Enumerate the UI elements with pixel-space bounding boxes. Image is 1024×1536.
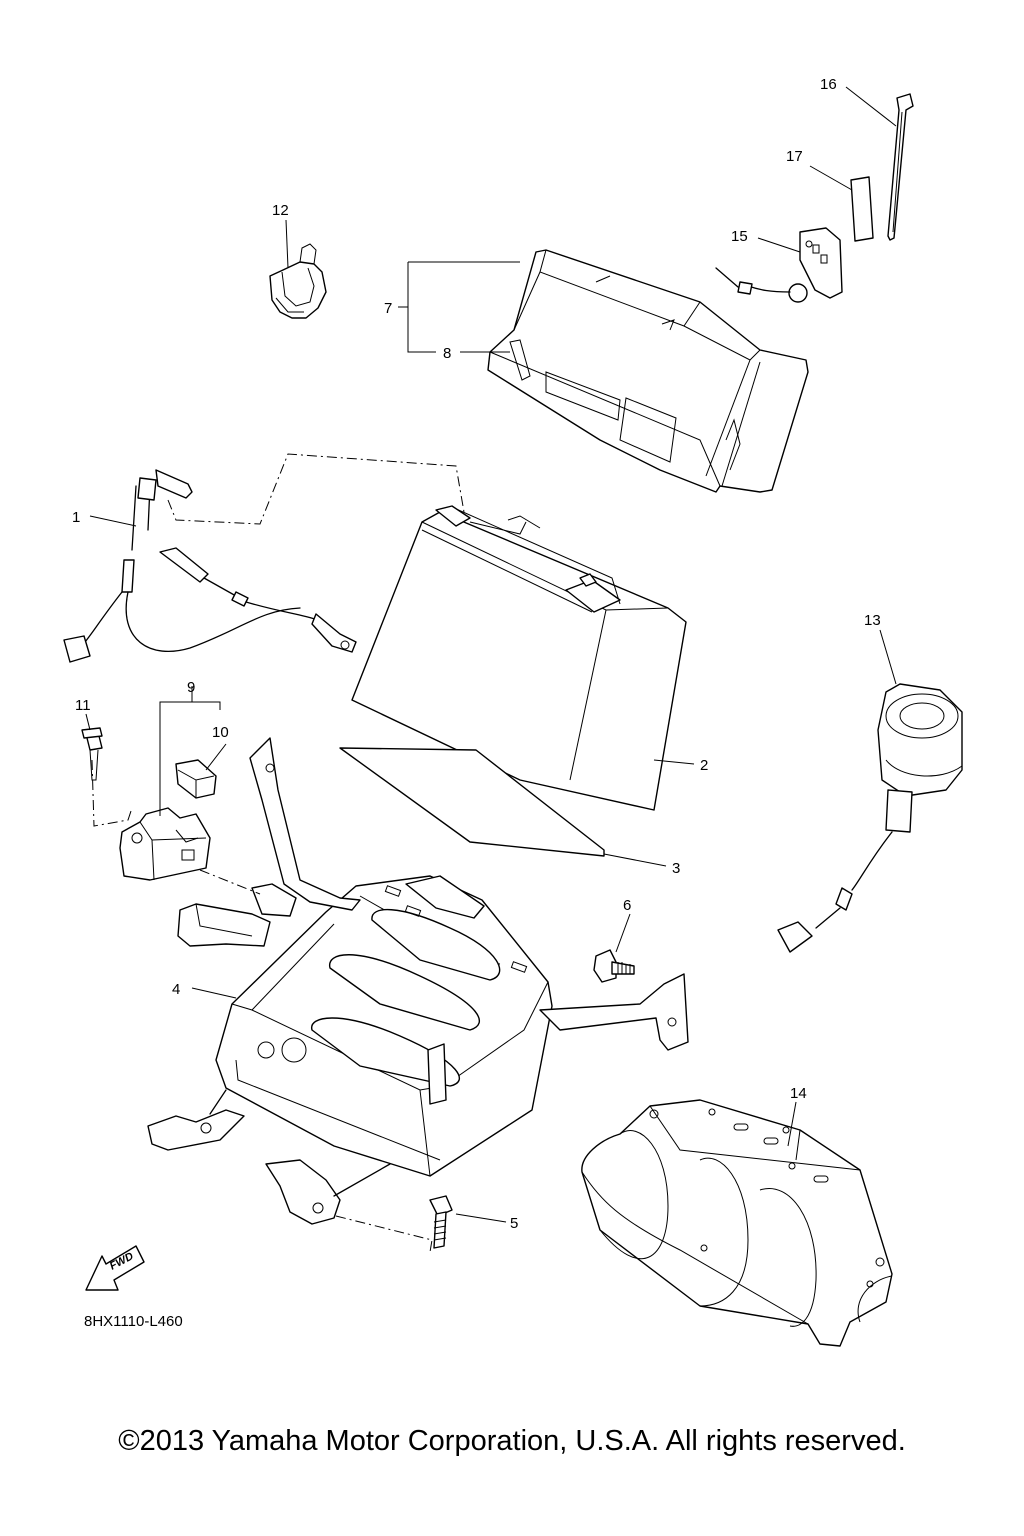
copyright-notice: ©2013 Yamaha Motor Corporation, U.S.A. A… [118, 1425, 906, 1457]
part-13-accessory-socket [777, 683, 963, 953]
callout-11: 11 [75, 697, 91, 714]
callout-8: 8 [443, 345, 451, 362]
callout-9: 9 [187, 679, 195, 696]
part-14-cover [581, 1099, 893, 1347]
alignment-lines [91, 453, 465, 1253]
part-12-clip [269, 243, 327, 319]
part-10-fuse [175, 759, 217, 799]
callout-5: 5 [510, 1215, 518, 1232]
callout-1: 1 [72, 509, 80, 526]
part-9-relay [119, 807, 211, 881]
part-1-lead-wire [63, 469, 357, 663]
part-2-battery [351, 505, 687, 811]
part-17-foam-strip [850, 176, 874, 242]
drawing-code: 8HX1110-L460 [84, 1313, 183, 1330]
callout-12: 12 [272, 202, 289, 219]
callout-7: 7 [384, 300, 392, 317]
callout-16: 16 [820, 76, 837, 93]
callout-14: 14 [790, 1085, 807, 1102]
callout-2: 2 [700, 757, 708, 774]
part-4-strap-arm [249, 737, 689, 1051]
fwd-arrow: FWD [85, 1245, 145, 1291]
callout-15: 15 [731, 228, 748, 245]
part-7-battery-cover [487, 249, 809, 493]
part-11-bolt [81, 727, 103, 781]
part-5-bolt [429, 1195, 453, 1249]
callout-4: 4 [172, 981, 180, 998]
callout-3: 3 [672, 860, 680, 877]
part-4-battery-box [147, 875, 553, 1225]
callout-10: 10 [212, 724, 229, 741]
part-15-sensor [715, 227, 843, 303]
callout-labels: 1 2 3 4 5 6 7 8 9 10 11 12 13 14 15 16 1… [72, 76, 881, 1232]
callout-17: 17 [786, 148, 803, 165]
leader-lines [85, 86, 897, 1223]
callout-6: 6 [623, 897, 631, 914]
part-3-pad [339, 747, 605, 857]
part-16-cable-tie [887, 93, 914, 241]
part-6-bolt [593, 949, 635, 983]
callout-13: 13 [864, 612, 881, 629]
